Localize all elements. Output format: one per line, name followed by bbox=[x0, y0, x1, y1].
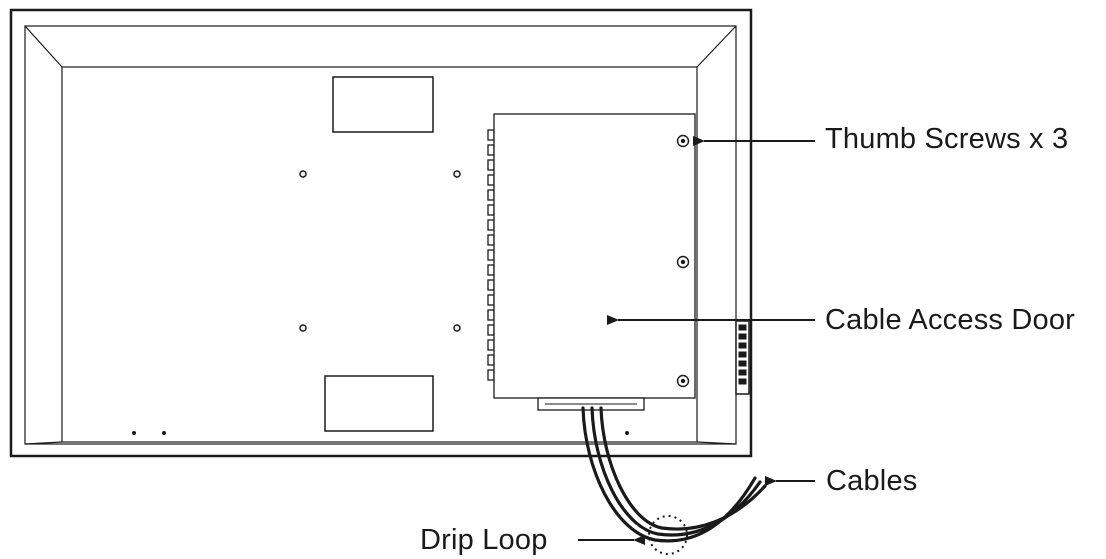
vesa-hole bbox=[453, 170, 461, 178]
thumb-screw bbox=[676, 134, 690, 148]
mounting-vents bbox=[324, 76, 434, 432]
bottom-dots bbox=[132, 431, 629, 435]
door-panel bbox=[493, 113, 696, 399]
door-hinge-tabs bbox=[487, 129, 495, 381]
cable bbox=[599, 406, 767, 531]
vesa-hole bbox=[453, 324, 461, 332]
bevel-top-left bbox=[24, 25, 63, 68]
thumb-screw bbox=[676, 374, 690, 388]
bevel-bottom-right bbox=[696, 441, 737, 445]
cable-access-door bbox=[487, 113, 696, 411]
display-enclosure bbox=[9, 8, 753, 458]
drip-loop-marker bbox=[648, 515, 688, 555]
label-cable-access-door: Cable Access Door bbox=[825, 304, 1076, 336]
dot bbox=[132, 431, 136, 435]
outer-frame bbox=[9, 8, 753, 458]
label-cables: Cables bbox=[826, 465, 918, 497]
vent-top bbox=[332, 76, 434, 133]
vesa-holes bbox=[299, 170, 461, 332]
inner-frame bbox=[24, 25, 737, 445]
side-connector-strip bbox=[735, 320, 750, 395]
back-panel bbox=[61, 66, 698, 443]
thumb-screw bbox=[676, 255, 690, 269]
dot bbox=[162, 431, 166, 435]
dot bbox=[625, 431, 629, 435]
bevel-top-right bbox=[696, 25, 737, 68]
cables bbox=[581, 406, 767, 543]
vesa-hole bbox=[299, 170, 307, 178]
cable bbox=[581, 406, 757, 543]
label-drip-loop: Drip Loop bbox=[420, 524, 548, 556]
bevel-bottom-left bbox=[24, 441, 63, 445]
callout-arrows bbox=[578, 136, 815, 545]
label-thumb-screws: Thumb Screws x 3 bbox=[825, 123, 1069, 155]
thumb-screws bbox=[676, 134, 690, 388]
vesa-hole bbox=[299, 324, 307, 332]
vent-bottom bbox=[324, 375, 434, 432]
